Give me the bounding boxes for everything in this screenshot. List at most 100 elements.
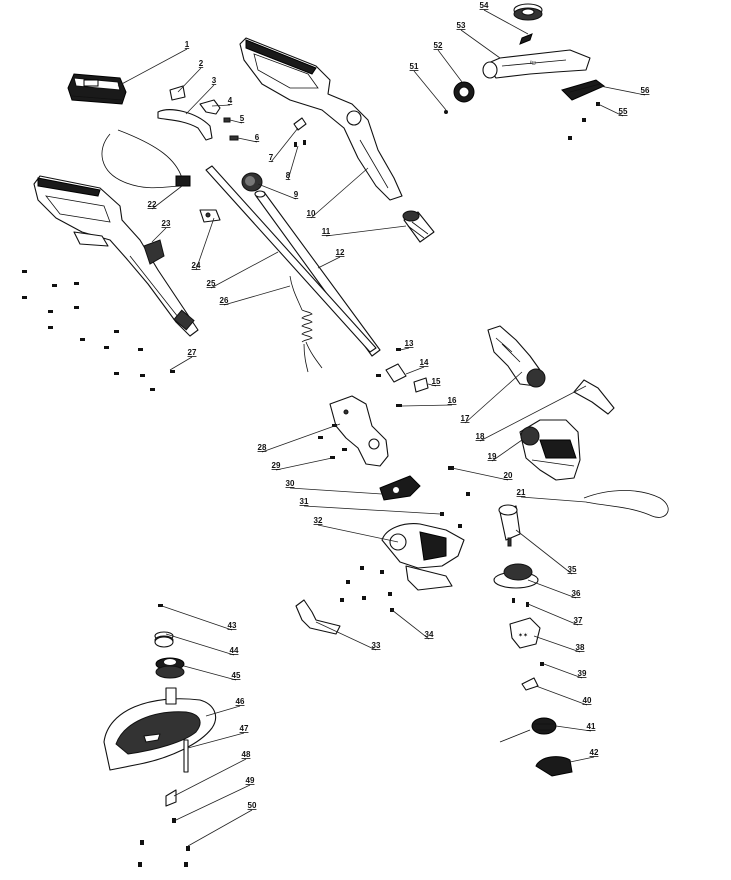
part-45-nut xyxy=(155,657,185,679)
leader-line-40 xyxy=(535,685,588,706)
leader-line-52 xyxy=(437,49,463,83)
leader-line-16 xyxy=(401,404,453,407)
part-number-label-22: 22 xyxy=(148,200,157,209)
part-number-label-45: 45 xyxy=(232,671,241,680)
leader-line-35 xyxy=(515,529,573,575)
leader-line-41 xyxy=(555,725,592,732)
part-54-knob xyxy=(513,3,543,45)
part-24-bracket xyxy=(199,209,221,223)
part-25-upper-shaft xyxy=(205,165,377,353)
leader-line-53 xyxy=(460,29,501,59)
leader-line-28 xyxy=(261,423,341,453)
leader-line-29 xyxy=(275,457,333,471)
part-38-spool-hub: ✶✶ xyxy=(509,617,541,649)
leader-line-46 xyxy=(205,705,241,717)
part-8-screws xyxy=(294,140,306,147)
part-number-label-15: 15 xyxy=(432,377,441,386)
part-number-label-23: 23 xyxy=(162,219,171,228)
part-19-guard-assembly xyxy=(519,419,581,481)
leader-line-50 xyxy=(187,809,253,847)
part-20-screw xyxy=(448,466,454,470)
part-27-screws xyxy=(22,270,175,391)
part-number-label-39: 39 xyxy=(578,669,587,678)
part-number-label-24: 24 xyxy=(192,261,201,270)
part-4-lock-lever xyxy=(199,99,221,115)
leader-line-22 xyxy=(151,185,183,210)
part-52-nut xyxy=(453,81,475,103)
leader-line-8 xyxy=(287,145,299,181)
part-number-label-25: 25 xyxy=(207,279,216,288)
part-number-label-34: 34 xyxy=(425,630,434,639)
part-number-label-49: 49 xyxy=(246,776,255,785)
leader-line-36 xyxy=(527,579,577,599)
part-number-label-12: 12 xyxy=(336,248,345,257)
leader-line-27 xyxy=(169,356,193,371)
leader-line-39 xyxy=(543,663,583,679)
part-number-label-20: 20 xyxy=(504,471,513,480)
part-number-label-13: 13 xyxy=(405,339,414,348)
part-number-label-36: 36 xyxy=(572,589,581,598)
part-number-label-14: 14 xyxy=(420,358,429,367)
part-number-label-2: 2 xyxy=(199,59,204,68)
part-11-knob xyxy=(402,210,435,243)
part-number-label-48: 48 xyxy=(242,750,251,759)
leader-line-51 xyxy=(413,70,447,111)
part-number-label-10: 10 xyxy=(307,209,316,218)
leader-line-32 xyxy=(317,524,399,543)
part-44-nut xyxy=(154,631,174,648)
leader-line-7 xyxy=(270,127,299,163)
leader-line-17 xyxy=(464,371,523,424)
part-1-battery-pack xyxy=(67,73,127,105)
leader-line-44 xyxy=(165,633,235,656)
part-number-label-47: 47 xyxy=(240,724,249,733)
part-2-switch xyxy=(169,85,186,101)
part-23-lower-handle xyxy=(33,175,199,337)
part-18-bracket-arm xyxy=(573,379,615,415)
part-14-connector xyxy=(376,363,407,383)
leader-line-18 xyxy=(479,385,587,442)
leader-line-12 xyxy=(317,256,341,269)
part-29-screws xyxy=(318,424,347,459)
part-number-label-51: 51 xyxy=(410,62,419,71)
part-number-label-11: 11 xyxy=(322,227,331,236)
part-number-label-4: 4 xyxy=(228,96,233,105)
leader-line-47 xyxy=(187,732,245,749)
part-5-spring xyxy=(223,117,231,123)
part-40-clip xyxy=(521,677,539,691)
part-7-button xyxy=(293,117,307,131)
part-number-label-55: 55 xyxy=(619,107,628,116)
leader-line-24 xyxy=(195,217,215,271)
part-32-gear-housing xyxy=(381,523,465,591)
part-3-trigger-lever xyxy=(157,109,213,141)
part-number-label-30: 30 xyxy=(286,479,295,488)
part-number-label-42: 42 xyxy=(590,748,599,757)
part-number-label-7: 7 xyxy=(269,153,274,162)
part-46-guard xyxy=(103,687,217,771)
leader-line-11 xyxy=(325,225,407,237)
part-number-label-19: 19 xyxy=(488,452,497,461)
part-number-label-50: 50 xyxy=(248,801,257,810)
part-labels: 1234567891011121314151617181920212223242… xyxy=(117,1,650,847)
leader-line-14 xyxy=(405,366,425,375)
leader-line-21 xyxy=(520,496,587,503)
leader-line-45 xyxy=(183,665,237,681)
part-number-label-38: 38 xyxy=(576,643,585,652)
part-number-label-29: 29 xyxy=(272,461,281,470)
part-number-label-56: 56 xyxy=(641,86,650,95)
part-43-pin xyxy=(158,604,163,607)
part-number-label-41: 41 xyxy=(587,722,596,731)
leader-line-1 xyxy=(117,48,188,87)
part-16-screw xyxy=(396,404,402,407)
part-56-grip-pad xyxy=(561,79,605,101)
leader-line-15 xyxy=(427,383,437,387)
part-number-label-5: 5 xyxy=(240,114,245,123)
part-number-label-43: 43 xyxy=(228,621,237,630)
part-number-label-1: 1 xyxy=(185,40,190,49)
part-31-screw xyxy=(440,492,470,516)
leader-line-2 xyxy=(177,67,202,93)
part-50-screws xyxy=(138,840,190,867)
leader-line-31 xyxy=(303,505,441,515)
leader-line-42 xyxy=(569,756,595,763)
part-26-coil-cable xyxy=(289,275,323,373)
part-36-motor-cover xyxy=(493,563,539,589)
